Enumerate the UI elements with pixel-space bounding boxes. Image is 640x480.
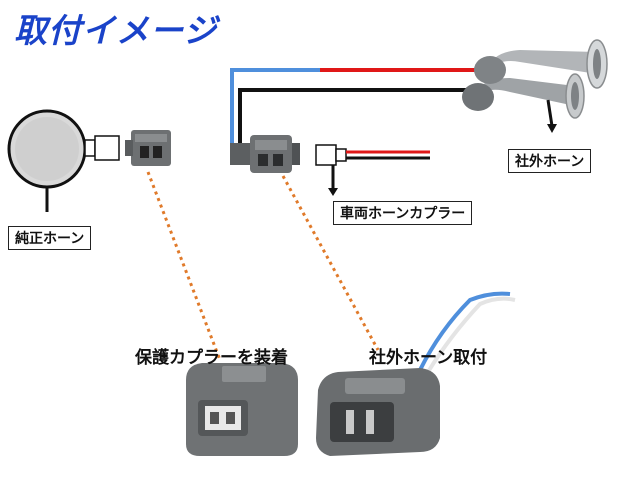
protective-coupler-small-icon bbox=[125, 130, 171, 166]
aftermarket-horn-coupler-icon bbox=[230, 135, 300, 173]
aftermarket-horn-connector-large-icon bbox=[316, 291, 516, 456]
page-title: 取付イメージ bbox=[14, 11, 218, 50]
stock-horn-icon bbox=[7, 109, 120, 212]
stock-horn-label: 純正ホーン bbox=[8, 226, 92, 250]
vehicle-horn-coupler-icon bbox=[315, 144, 430, 196]
leader-lines bbox=[146, 171, 380, 361]
aftermarket-horn-install-label: 社外ホーン取付 bbox=[369, 348, 488, 368]
protective-coupler-label: 保護カプラーを装着 bbox=[135, 348, 288, 368]
aftermarket-horn-icon bbox=[462, 39, 608, 133]
wiring bbox=[230, 68, 490, 150]
vehicle-horn-coupler-label: 車両ホーンカプラー bbox=[333, 201, 473, 225]
aftermarket-horn-label: 社外ホーン bbox=[508, 149, 592, 173]
protective-coupler-large-icon bbox=[186, 363, 298, 456]
